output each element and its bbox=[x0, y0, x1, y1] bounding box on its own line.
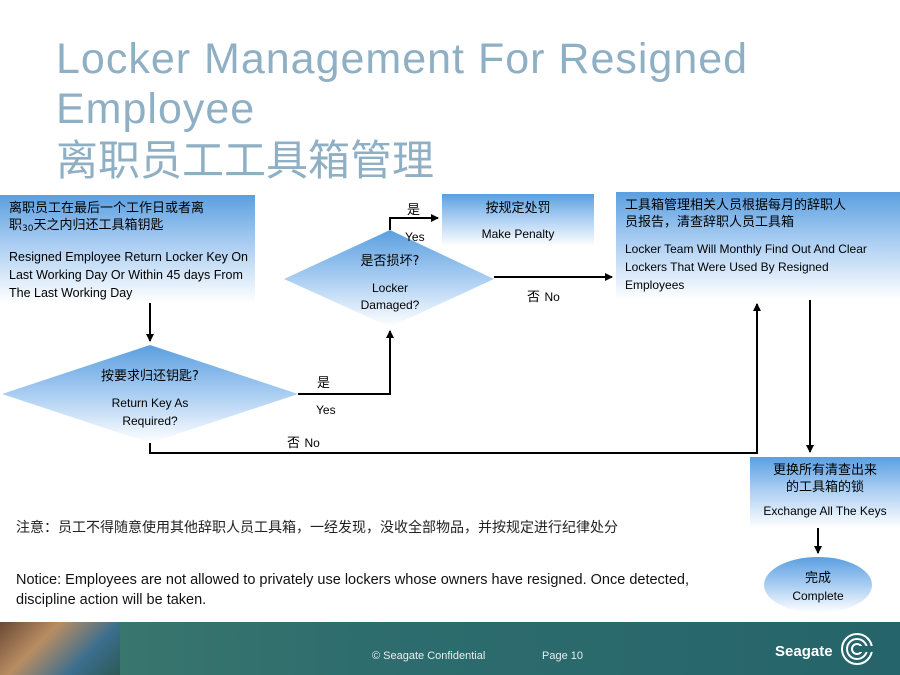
decision-damaged-en-1: Locker bbox=[371, 281, 409, 295]
title-line-2: Employee bbox=[56, 85, 256, 133]
start-en-line-2: Last Working Day Or Within 45 days From bbox=[9, 268, 243, 282]
complete-en: Complete bbox=[792, 589, 844, 603]
penalty-process-box: 按规定处罚 Make Penalty bbox=[442, 194, 594, 246]
arrow-damaged-yes bbox=[389, 214, 439, 230]
exchange-en: Exchange All The Keys bbox=[763, 504, 887, 518]
complete-shape bbox=[764, 557, 872, 613]
penalty-cn: 按规定处罚 bbox=[485, 201, 551, 216]
edge-return-no-cn: 否 bbox=[287, 436, 301, 451]
start-cn-2b: 天之内归还工具箱钥匙 bbox=[33, 218, 164, 233]
penalty-en: Make Penalty bbox=[481, 227, 555, 241]
arrow-return-no bbox=[149, 303, 761, 454]
exchange-cn-1: 更换所有清查出来 bbox=[772, 463, 877, 478]
decision-return-cn: 按要求归还钥匙? bbox=[101, 369, 199, 384]
locker-team-cn-1: 工具箱管理相关人员根据每月的辞职人 bbox=[625, 198, 847, 213]
decision-return-en: Return Key As Required? bbox=[90, 394, 210, 430]
start-process-box: 离职员工在最后一个工作日或者离 职30天之内归还工具箱钥匙 Resigned E… bbox=[0, 195, 255, 303]
decision-return-shape bbox=[2, 345, 298, 443]
exchange-cn-2: 的工具箱的锁 bbox=[785, 480, 864, 495]
start-cn-2-sub: 30 bbox=[22, 224, 34, 234]
start-cn-line-2: 职30天之内归还工具箱钥匙 bbox=[9, 217, 255, 238]
notice-chinese: 注意：员工不得随意使用其他辞职人员工具箱，一经发现，没收全部物品，并按规定进行纪… bbox=[16, 520, 618, 536]
edge-return-yes-en: Yes bbox=[316, 403, 336, 417]
decision-damaged-en-2: Damaged? bbox=[360, 298, 420, 312]
edge-return-no-en: No bbox=[304, 436, 320, 450]
footer-page-number: Page 10 bbox=[542, 650, 583, 662]
locker-team-en-1: Locker Team Will Monthly Find Out And Cl… bbox=[625, 242, 867, 256]
start-cn-line-1: 离职员工在最后一个工作日或者离 bbox=[9, 201, 205, 216]
edge-return-yes-cn: 是 bbox=[317, 376, 331, 391]
edge-return-no: 否 No bbox=[287, 432, 320, 452]
locker-team-cn-2: 员报告，清查辞职人员工具箱 bbox=[625, 215, 795, 230]
complete-cn: 完成 bbox=[804, 571, 831, 586]
exchange-process-box: 更换所有清查出来 的工具箱的锁 Exchange All The Keys bbox=[750, 457, 900, 528]
edge-damaged-yes-cn: 是 bbox=[407, 203, 421, 218]
seagate-logo-text: Seagate bbox=[775, 643, 833, 660]
start-en-line-1: Resigned Employee Return Locker Key On bbox=[9, 250, 249, 264]
decision-damaged-shape bbox=[284, 230, 494, 327]
locker-team-en-2: Lockers That Were Used By Resigned bbox=[625, 260, 829, 274]
edge-damaged-yes-en: Yes bbox=[405, 230, 425, 244]
edge-damaged-no-cn: 否 bbox=[527, 290, 541, 305]
start-en-line-3: The Last Working Day bbox=[9, 286, 133, 300]
decision-damaged-cn: 是否损坏? bbox=[360, 254, 420, 269]
slide-title: Locker Management For Resigned Employee bbox=[56, 34, 856, 134]
footer-photo bbox=[0, 622, 120, 675]
edge-damaged-no: 否 No bbox=[527, 286, 560, 306]
start-cn-2a: 职 bbox=[9, 218, 23, 233]
locker-team-en-3: Employees bbox=[625, 278, 685, 292]
decision-return-en-2: Required? bbox=[122, 414, 178, 428]
decision-damaged-en: Locker Damaged? bbox=[340, 280, 440, 314]
decision-return-en-1: Return Key As bbox=[111, 396, 189, 410]
arrow-return-yes bbox=[298, 330, 394, 395]
footer-confidential: © Seagate Confidential bbox=[372, 650, 486, 662]
seagate-logo-icon bbox=[841, 633, 875, 665]
edge-damaged-no-en: No bbox=[544, 290, 560, 304]
locker-team-process-box: 工具箱管理相关人员根据每月的辞职人 员报告，清查辞职人员工具箱 Locker T… bbox=[616, 192, 900, 300]
title-chinese: 离职员工工具箱管理 bbox=[56, 136, 435, 185]
notice-english: Notice: Employees are not allowed to pri… bbox=[16, 572, 689, 608]
footer-bar bbox=[0, 622, 900, 675]
title-line-1: Locker Management For Resigned bbox=[56, 35, 749, 83]
